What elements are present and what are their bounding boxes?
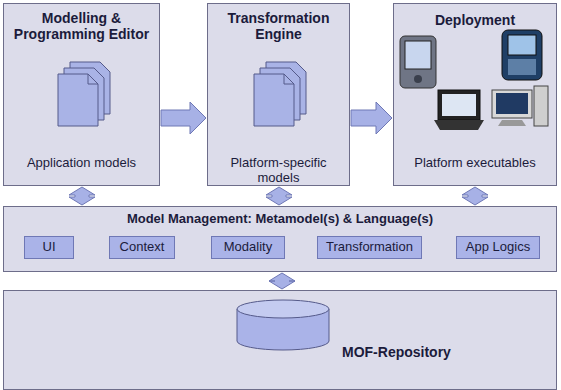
node-title: Modality (219, 240, 277, 255)
desktop-icon (492, 86, 548, 126)
metamodel-box: App Logics (456, 236, 540, 259)
metamodel-box: Modality (211, 236, 285, 259)
model-management-band: Model Management: Metamodel(s) & Languag… (3, 206, 557, 272)
tool-panel: Modelling & Programming EditorApplicatio… (3, 3, 160, 186)
metamodel-box: Context (109, 236, 175, 259)
pda-icon (400, 36, 436, 88)
node-title: UI (32, 240, 66, 255)
metamodel-box: UI (24, 236, 74, 259)
node-title: Transformation Engine (212, 10, 345, 42)
node-title: App Logics (464, 240, 532, 255)
repository-band: MOF-Repository (3, 290, 557, 390)
phone-icon (502, 30, 542, 80)
node-title: Model Management: Metamodel(s) & Languag… (8, 212, 552, 227)
node-title: Deployment (398, 12, 552, 28)
tool-panel: DeploymentPlatform executables (393, 3, 557, 186)
block-arrow (462, 187, 488, 205)
block-arrow (351, 102, 392, 134)
node-caption: Application models (8, 156, 155, 171)
node-title: Modelling & Programming Editor (8, 10, 155, 42)
block-arrow (69, 187, 95, 205)
node-title: MOF-Repository (342, 344, 522, 360)
tool-panel: Transformation EnginePlatform-specific m… (207, 3, 350, 186)
block-arrow (161, 102, 206, 134)
laptop-icon (434, 90, 484, 130)
node-caption: Platform executables (398, 156, 552, 171)
block-arrow (269, 273, 295, 289)
node-caption: Platform-specific models (212, 156, 345, 186)
node-title: Transformation (325, 240, 414, 255)
metamodel-box: Transformation (317, 236, 422, 259)
block-arrow (266, 187, 292, 205)
database-cylinder (4, 291, 561, 390)
node-title: Context (117, 240, 167, 255)
